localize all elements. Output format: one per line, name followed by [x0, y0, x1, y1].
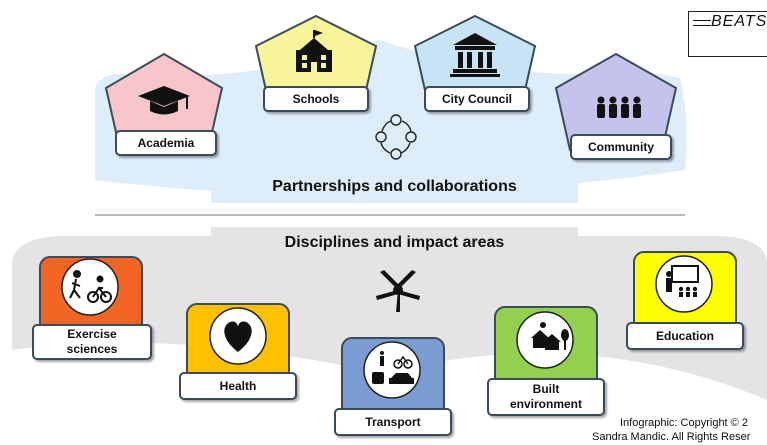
- heart-icon: [224, 321, 252, 352]
- teacher-board-icon: [666, 265, 699, 297]
- city-hall-icon: [450, 33, 500, 77]
- partnerships-band: Partnerships and collaborations: [211, 171, 578, 203]
- houses-tree-icon: [531, 322, 569, 350]
- beats-logo: BEATS: [688, 11, 767, 57]
- partnerships-title: Partnerships and collaborations: [272, 178, 517, 195]
- disciplines-band: Disciplines and impact areas: [211, 227, 578, 259]
- transport-label-text: Transport: [365, 414, 421, 429]
- health-label-text: Health: [219, 378, 257, 393]
- disciplines-arc: [12, 236, 767, 400]
- transport-label: Transport: [334, 408, 452, 436]
- joined-hands-icon: [376, 270, 420, 312]
- walk-bike-icon: [69, 270, 112, 303]
- built-label: Built environment: [487, 378, 605, 416]
- education-label: Education: [626, 322, 744, 350]
- education-label-text: Education: [655, 328, 714, 343]
- copyright-line-2: Sandra Mandic. All Rights Reser: [592, 431, 751, 443]
- exercise-label-text: Exercise sciences: [66, 327, 118, 356]
- community-label: Community: [570, 134, 672, 160]
- copyright-line-1: Infographic: Copyright © 2: [620, 417, 748, 429]
- community-label-text: Community: [588, 139, 654, 154]
- cycle-arrows-icon: [375, 114, 417, 160]
- transport-modes-icon: [372, 351, 414, 384]
- city-council-label: City Council: [424, 86, 530, 112]
- built-label-text: Built environment: [509, 382, 582, 411]
- academia-label-text: Academia: [137, 135, 195, 150]
- school-building-icon: [296, 30, 332, 72]
- beats-logo-text: BEATS: [711, 13, 767, 30]
- schools-label-text: Schools: [292, 91, 340, 106]
- health-label: Health: [179, 372, 297, 400]
- disciplines-title: Disciplines and impact areas: [284, 234, 505, 251]
- exercise-label: Exercise sciences: [32, 324, 152, 360]
- people-group-icon: [597, 96, 641, 118]
- city-council-label-text: City Council: [441, 91, 512, 106]
- graduation-cap-icon: [138, 86, 190, 115]
- schools-label: Schools: [263, 86, 369, 112]
- academia-label: Academia: [115, 130, 217, 156]
